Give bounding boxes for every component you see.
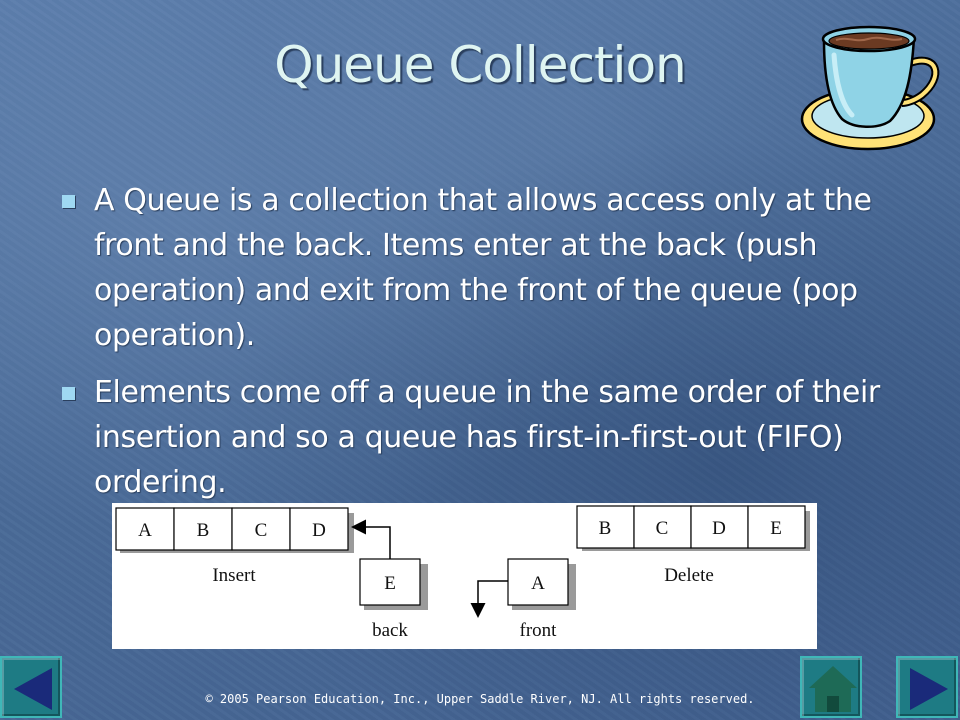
delete-label: Delete bbox=[664, 565, 714, 586]
delete-queue: B C D E bbox=[576, 505, 806, 549]
queue-cell bbox=[115, 507, 175, 551]
insert-arrow bbox=[351, 519, 391, 559]
insert-label: Insert bbox=[212, 565, 256, 586]
queue-cell bbox=[633, 505, 692, 549]
insert-item-label: E bbox=[384, 573, 396, 594]
queue-cell-label: B bbox=[197, 520, 210, 541]
bullet-marker-icon bbox=[62, 195, 75, 208]
bullet-item: A Queue is a collection that allows acce… bbox=[58, 178, 918, 358]
bullet-text: A Queue is a collection that allows acce… bbox=[94, 183, 872, 353]
queue-cell bbox=[231, 507, 291, 551]
queue-cell bbox=[289, 507, 349, 551]
queue-cell-label: B bbox=[599, 518, 612, 539]
queue-cell bbox=[690, 505, 749, 549]
queue-cell-label: C bbox=[656, 518, 669, 539]
queue-cell-label: C bbox=[255, 520, 268, 541]
bullet-list: A Queue is a collection that allows acce… bbox=[58, 178, 918, 517]
queue-cell-label: D bbox=[312, 520, 326, 541]
insert-queue: A B C D bbox=[115, 507, 349, 551]
previous-slide-button[interactable] bbox=[0, 656, 62, 718]
slide-title: Queue Collection bbox=[274, 36, 686, 94]
removed-item-label: A bbox=[531, 573, 545, 594]
copyright-footer: © 2005 Pearson Education, Inc., Upper Sa… bbox=[205, 692, 755, 706]
coffee-cup-icon bbox=[800, 25, 940, 151]
next-slide-button[interactable] bbox=[896, 656, 958, 718]
queue-diagram: A B C D Insert E back A front bbox=[112, 503, 817, 649]
insert-item-box bbox=[359, 558, 421, 606]
queue-cell-label: E bbox=[770, 518, 782, 539]
bullet-item: Elements come off a queue in the same or… bbox=[58, 370, 918, 505]
next-arrow-icon bbox=[910, 668, 948, 710]
queue-cell-label: D bbox=[712, 518, 726, 539]
back-label: back bbox=[372, 620, 408, 641]
queue-cell-label: A bbox=[138, 520, 152, 541]
home-button[interactable] bbox=[800, 656, 862, 718]
front-label: front bbox=[520, 620, 558, 641]
delete-arrow bbox=[470, 580, 508, 618]
bullet-marker-icon bbox=[62, 387, 75, 400]
previous-arrow-icon bbox=[14, 668, 52, 710]
bullet-text: Elements come off a queue in the same or… bbox=[94, 375, 880, 500]
removed-item-box bbox=[507, 558, 569, 606]
home-icon bbox=[809, 666, 857, 712]
queue-cell bbox=[747, 505, 806, 549]
